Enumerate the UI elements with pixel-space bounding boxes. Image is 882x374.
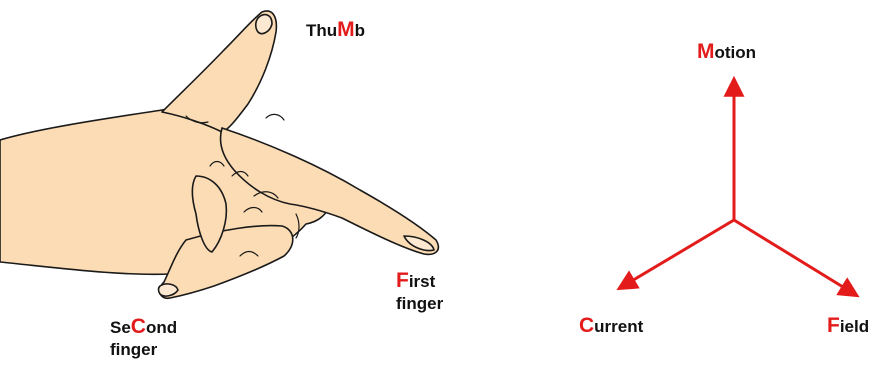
current-label-post: urrent [594, 317, 643, 336]
second-finger-label-highlight: C [131, 315, 146, 338]
motion-label-post: otion [715, 43, 757, 62]
thumb-label-post: b [355, 21, 365, 40]
second-finger-label-pre: Se [110, 318, 131, 337]
thumb-label-pre: Thu [306, 21, 337, 40]
current-arrow [620, 220, 734, 288]
thumb-label-highlight: M [337, 18, 355, 41]
second-finger-label-line2: finger [110, 339, 177, 361]
field-label-post: ield [840, 317, 869, 336]
second-finger-label-line1: SeCond [110, 316, 177, 339]
first-finger-label-line2: finger [396, 293, 443, 315]
first-finger-label-post: irst [409, 272, 435, 291]
motion-label-highlight: M [697, 40, 715, 63]
first-finger-label: First finger [396, 270, 443, 315]
current-label-highlight: C [579, 314, 594, 337]
field-label: Field [827, 315, 869, 338]
hand-illustration [0, 0, 470, 374]
motion-label: Motion [697, 41, 756, 64]
field-arrow [734, 220, 856, 295]
field-label-highlight: F [827, 314, 840, 337]
current-label: Current [579, 315, 643, 338]
first-finger-label-line1: First [396, 270, 443, 293]
axis-diagram [560, 40, 880, 310]
second-finger-label-post: ond [146, 318, 177, 337]
first-finger-label-highlight: F [396, 269, 409, 292]
thumb-label: ThuMb [306, 19, 365, 42]
second-finger-label: SeCond finger [110, 316, 177, 361]
